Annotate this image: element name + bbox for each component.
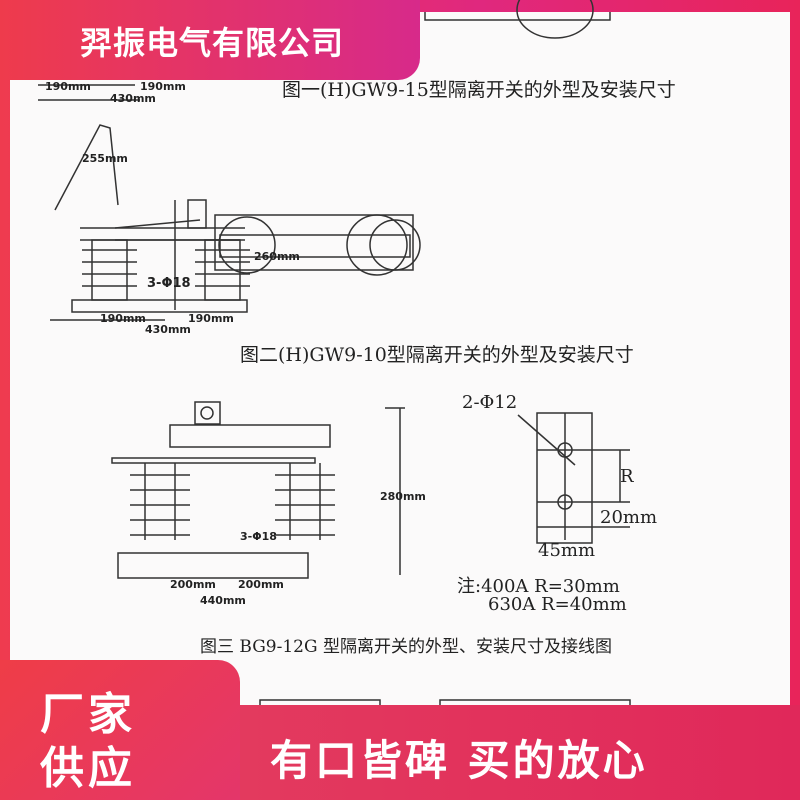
figure2-caption: 图二(H)GW9-10型隔离开关的外型及安装尺寸 (240, 344, 634, 366)
badge-line1: 厂家 (40, 689, 136, 740)
dim: 200mm (170, 578, 216, 591)
terminal-offset: 20mm (600, 507, 658, 528)
terminal-r: R (620, 466, 634, 487)
dim: 440mm (200, 594, 246, 607)
company-banner: 羿振电气有限公司 (0, 0, 420, 80)
figure3-caption: 图三 BG9-12G 型隔离开关的外型、安装尺寸及接线图 (200, 637, 612, 657)
dim: 280mm (380, 490, 426, 503)
supply-badge: 厂家 供应 (0, 660, 240, 800)
fig3-terminal (517, 412, 630, 544)
company-name: 羿振电气有限公司 (80, 24, 345, 62)
fig1-base (424, 12, 611, 21)
dim: 430mm (110, 92, 156, 105)
note-400a: 注:400A R=30mm (457, 576, 620, 597)
note-630a: 630A R=40mm (488, 594, 627, 615)
fig3-side-view (111, 401, 405, 579)
dim: 3-Φ18 (147, 276, 191, 291)
fig1-insulator-top (516, 0, 594, 39)
figure1-caption: 图一(H)GW9-15型隔离开关的外型及安装尺寸 (282, 79, 676, 101)
insulator-left (82, 239, 137, 301)
terminal-holes: 2-Φ12 (462, 392, 518, 413)
dim: 255mm (82, 152, 128, 165)
dim: 190mm (45, 80, 91, 93)
dim: 190mm (140, 80, 186, 93)
slogan: 有口皆碑 买的放心 (270, 736, 648, 785)
fig2-top-view (214, 214, 421, 276)
terminal-width: 45mm (538, 540, 596, 561)
dim: 3-Φ18 (240, 530, 277, 543)
dim: 200mm (238, 578, 284, 591)
dim: 190mm (100, 312, 146, 325)
slogan-bar: 有口皆碑 买的放心 (240, 705, 800, 800)
dim: 430mm (145, 323, 191, 336)
dim: 260mm (254, 250, 300, 263)
dim: 190mm (188, 312, 234, 325)
badge-line2: 供应 (40, 743, 136, 794)
